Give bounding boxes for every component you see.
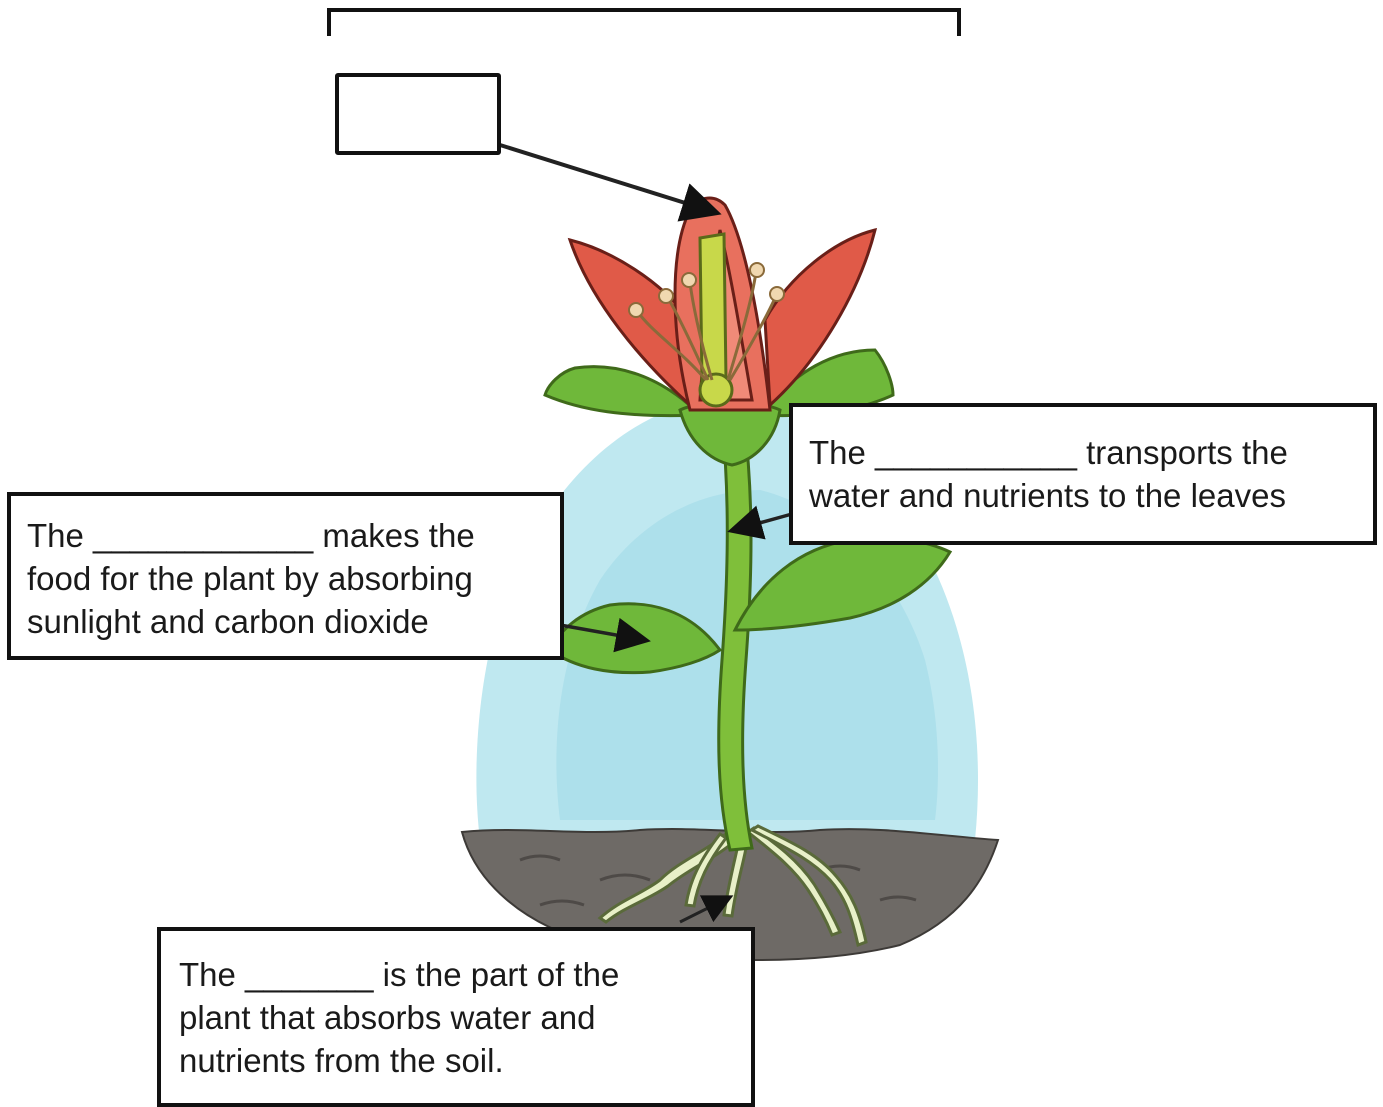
pointer-flower	[500, 145, 714, 212]
root-label-box[interactable]: The _______ is the part of the plant tha…	[157, 927, 755, 1107]
leaf-label-box[interactable]: The ____________ makes the food for the …	[7, 492, 564, 660]
title-bracket	[327, 8, 961, 36]
stem-label-box[interactable]: The ___________ transports the water and…	[789, 403, 1377, 545]
flower-label-box[interactable]	[335, 73, 501, 155]
